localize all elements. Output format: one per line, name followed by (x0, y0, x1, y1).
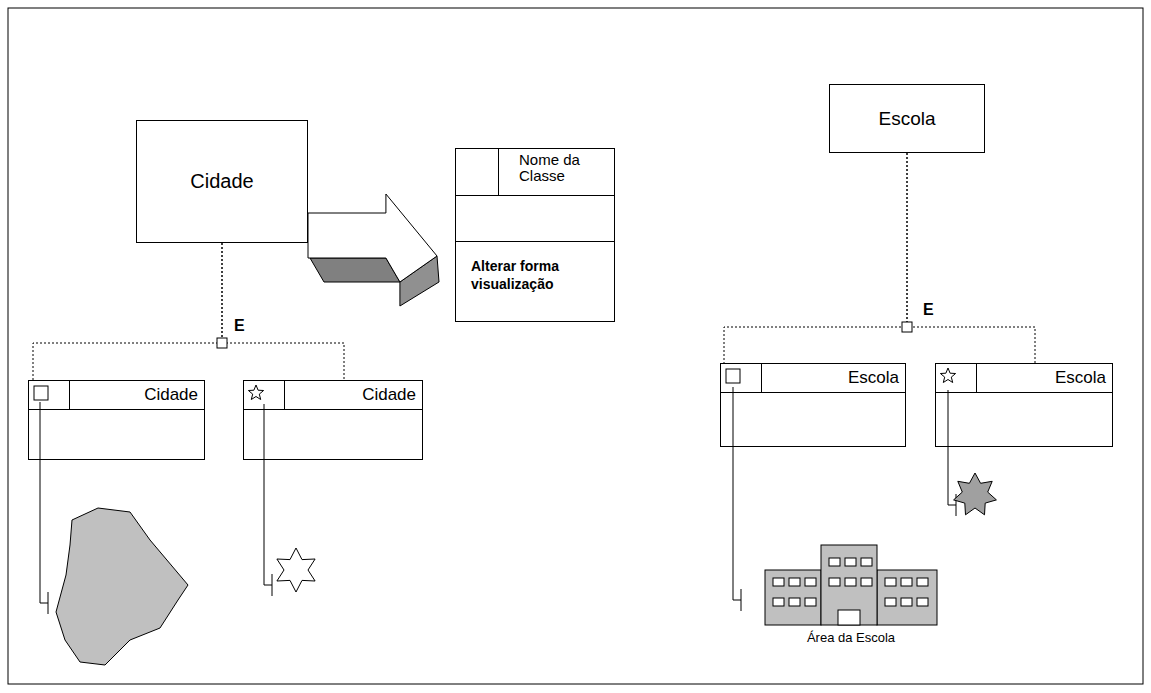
generalization-line (907, 153, 1035, 363)
window (773, 598, 784, 606)
header-row: Cidade (244, 381, 422, 410)
attribute-row (456, 196, 614, 242)
leader-line (948, 505, 956, 506)
leader-line (741, 589, 742, 611)
window (861, 578, 872, 586)
header-row: Cidade (29, 381, 204, 410)
star-icon (940, 368, 955, 383)
icon-cell (456, 149, 499, 195)
class-name: Nome da Classe (519, 152, 599, 184)
window (917, 598, 928, 606)
leader-line (264, 404, 265, 585)
window (861, 558, 872, 566)
city-map (56, 508, 188, 665)
window (845, 578, 856, 586)
icon-cell (29, 381, 70, 409)
school-building (765, 545, 937, 625)
class-box: Cidade (136, 120, 308, 243)
fat-arrow (308, 194, 439, 306)
name-cell: Nome da Classe (499, 149, 614, 195)
name-cell: Escola (977, 364, 1112, 392)
arrow-connector (308, 194, 437, 282)
connector-label: E (234, 317, 245, 335)
header-row: Escola (721, 364, 905, 393)
window (789, 578, 800, 586)
star-icon (248, 385, 263, 400)
leader-line (40, 402, 41, 603)
leader-line (733, 600, 741, 601)
window (829, 578, 840, 586)
square-icon (34, 386, 48, 400)
icon-cell (936, 364, 977, 392)
window (829, 558, 840, 566)
square-icon (726, 369, 740, 383)
leader-line (948, 390, 949, 505)
class-name: Cidade (362, 385, 416, 405)
building-tower (821, 545, 877, 625)
generalization-line (222, 243, 344, 380)
operation-row: Alterar forma visualização (456, 242, 614, 293)
windows (773, 558, 928, 625)
class-symbol-box: Nome da ClasseAlterar forma visualização (455, 148, 615, 322)
window (805, 598, 816, 606)
arrow-shade (310, 258, 400, 282)
name-cell: Escola (762, 364, 905, 392)
window (885, 598, 896, 606)
door (838, 610, 860, 625)
class-name: Escola (870, 108, 943, 130)
junction-square (902, 322, 912, 332)
generalization-line (724, 153, 907, 363)
class-symbol-box: Escola (935, 363, 1113, 447)
class-name: Escola (1055, 368, 1106, 388)
leader-line (733, 387, 734, 600)
icon-cell (721, 364, 762, 392)
connector-label: E (923, 301, 934, 319)
window (805, 578, 816, 586)
leader-line (48, 592, 49, 614)
name-cell: Cidade (70, 381, 204, 409)
icon-cell (244, 381, 285, 409)
window (885, 578, 896, 586)
window (917, 578, 928, 586)
school-point-star (954, 473, 997, 515)
city-point-star (277, 548, 315, 592)
class-symbol-box: Escola (720, 363, 906, 447)
leader-line (272, 574, 273, 596)
class-name: Cidade (144, 385, 198, 405)
class-box: Escola (829, 84, 985, 153)
class-name: Cidade (182, 170, 261, 193)
name-cell: Cidade (285, 381, 422, 409)
header-row: Nome da Classe (456, 149, 614, 196)
window (789, 598, 800, 606)
leader-line (264, 585, 272, 586)
building-wing (877, 570, 937, 625)
window (901, 578, 912, 586)
building-wing (765, 570, 821, 625)
generalization-line (33, 243, 222, 380)
frame (8, 8, 1143, 684)
operation-text: Alterar forma visualização (471, 258, 606, 293)
class-symbol-box: Cidade (243, 380, 423, 460)
class-name: Escola (848, 368, 899, 388)
window (773, 578, 784, 586)
class-symbol-box: Cidade (28, 380, 205, 460)
junction-square (217, 338, 227, 348)
window (901, 598, 912, 606)
star-symbols (248, 368, 996, 592)
window (845, 558, 856, 566)
header-row: Escola (936, 364, 1112, 393)
leader-line (40, 603, 48, 604)
figure-caption: Área da Escola (807, 630, 895, 645)
